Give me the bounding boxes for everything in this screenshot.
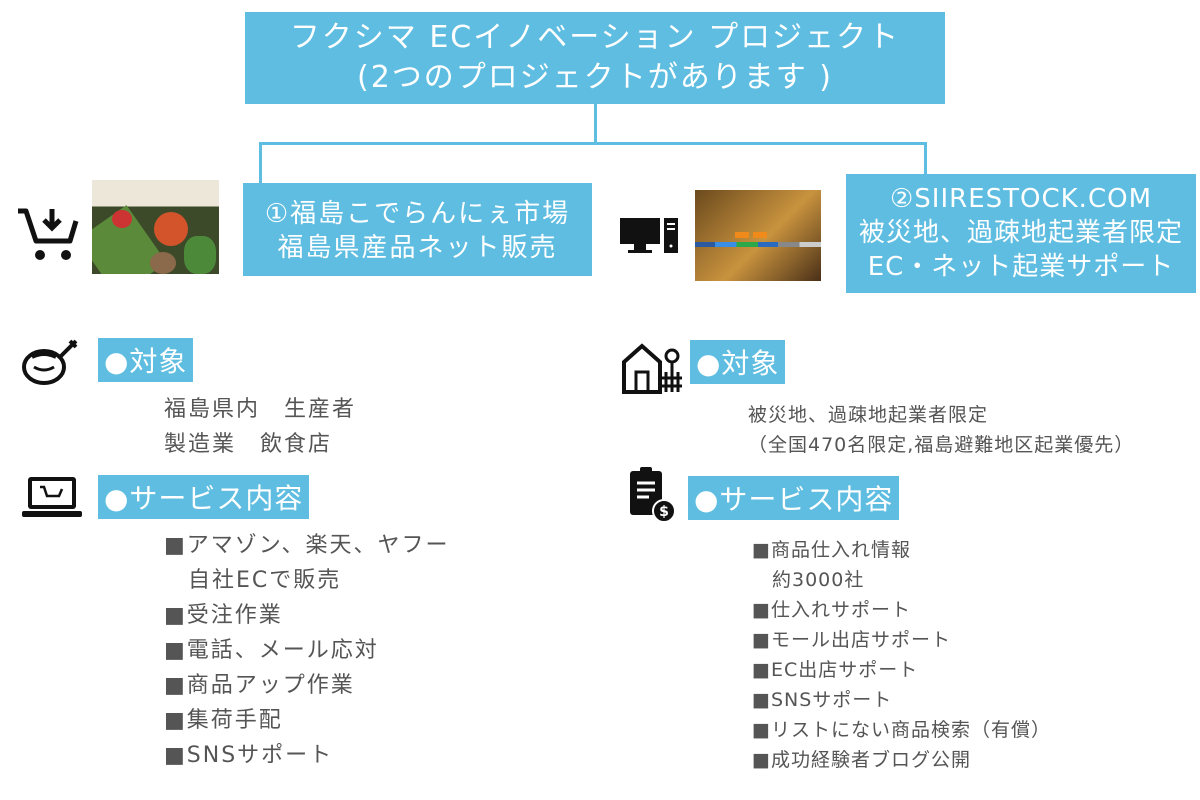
project1-line2: 福島県産品ネット販売: [277, 233, 558, 263]
project1-service-list: ■アマゾン、楽天、ヤフー 自社ECで販売 ■受注作業 ■電話、メール応対 ■商品…: [164, 528, 449, 773]
connector-horizontal: [259, 142, 927, 145]
cart-download-icon: [18, 208, 79, 260]
project2-line3: EC・ネット起業サポート: [867, 252, 1175, 282]
target-item: （全国470名限定,福島避難地区起業優先）: [748, 434, 1135, 456]
project2-line1: ②SIIRESTOCK.COM: [889, 184, 1152, 214]
service-item: ■商品仕入れ情報: [752, 539, 911, 561]
project2-target-list: 被災地、過疎地起業者限定 （全国470名限定,福島避難地区起業優先）: [748, 400, 1134, 460]
connector-vertical: [594, 104, 597, 144]
service-item: ■モール出店サポート: [752, 629, 951, 651]
service-item: ■仕入れサポート: [752, 599, 911, 621]
target-item: 製造業 飲食店: [164, 432, 333, 457]
laptop-cart-icon: [22, 477, 82, 517]
service-item: ■商品アップ作業: [164, 673, 355, 698]
project1-service-label: ●サービス内容: [98, 475, 310, 519]
vegetable-icon: [22, 339, 78, 385]
project1-target-list: 福島県内 生産者 製造業 飲食店: [164, 392, 356, 462]
project1-line1: ①福島こでらんにぇ市場: [264, 199, 571, 229]
service-item: 約3000社: [752, 569, 865, 591]
service-item: ■SNSサポート: [752, 689, 893, 711]
svg-text:$: $: [659, 504, 669, 520]
project2-target-label: ●対象: [690, 340, 786, 384]
service-item: ■リストにない商品検索（有償）: [752, 719, 1051, 741]
project2-line2: 被災地、過疎地起業者限定: [858, 218, 1183, 248]
service-item: ■EC出店サポート: [752, 659, 919, 681]
target-item: 福島県内 生産者: [164, 397, 357, 422]
desktop-computer-icon: [620, 218, 678, 253]
service-item: ■受注作業: [164, 603, 283, 628]
service-item: ■成功経験者ブログ公開: [752, 749, 971, 771]
project1-target-label: ●対象: [98, 338, 194, 382]
service-item: ■電話、メール応対: [164, 638, 379, 663]
service-item: 自社ECで販売: [164, 568, 342, 593]
connector-left: [259, 142, 262, 184]
connector-right: [924, 142, 927, 176]
service-item: ■アマゾン、楽天、ヤフー: [164, 533, 450, 558]
project1-box: ①福島こでらんにぇ市場 福島県産品ネット販売: [243, 183, 592, 276]
service-item: ■SNSサポート: [164, 743, 334, 768]
title-line1: フクシマ ECイノベーション プロジェクト: [289, 20, 901, 55]
project2-service-label: ●サービス内容: [688, 476, 900, 520]
title-box: フクシマ ECイノベーション プロジェクト (2つのプロジェクトがあります ): [245, 12, 945, 104]
siirestock-site-thumbnail: [695, 190, 821, 281]
project2-service-list: ■商品仕入れ情報 約3000社 ■仕入れサポート ■モール出店サポート ■EC出…: [752, 535, 1051, 775]
project2-box: ②SIIRESTOCK.COM 被災地、過疎地起業者限定 EC・ネット起業サポー…: [846, 174, 1196, 293]
invoice-dollar-icon: $: [630, 467, 676, 523]
house-icon: [622, 343, 682, 394]
title-line2: (2つのプロジェクトがあります ): [356, 60, 834, 95]
target-item: 被災地、過疎地起業者限定: [748, 404, 989, 426]
kodera-site-thumbnail: [92, 180, 219, 274]
service-item: ■集荷手配: [164, 708, 283, 733]
